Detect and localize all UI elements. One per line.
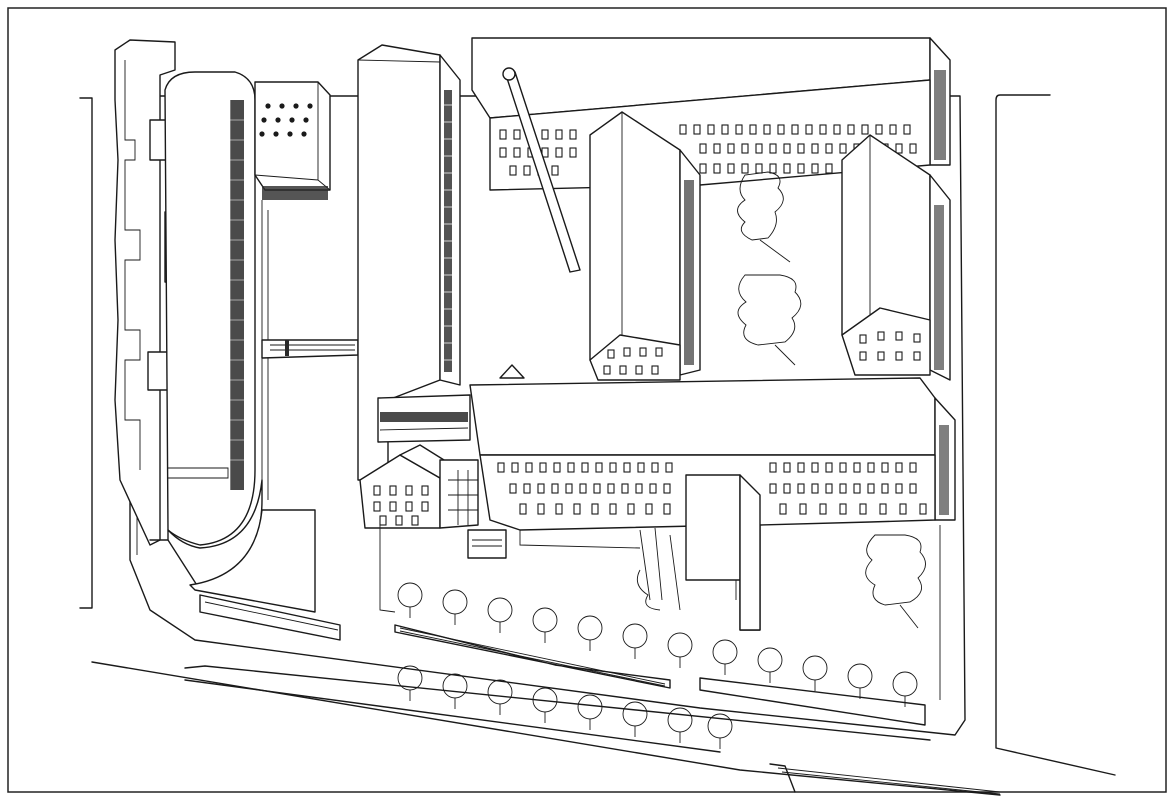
east-gabled-block [841, 134, 951, 381]
tree-rows [397, 582, 918, 749]
streets [79, 94, 1116, 796]
cube-block [254, 81, 331, 200]
ground-lines [379, 205, 641, 613]
north-barrack [471, 37, 951, 273]
courtyard-trees [636, 171, 926, 629]
curved-slab-building [149, 71, 316, 613]
south-barrack [469, 364, 956, 631]
middle-gabled-block [589, 111, 701, 381]
ramps-and-walls [199, 525, 941, 726]
gabled-house-front [359, 444, 507, 559]
connector-bridge [261, 339, 359, 359]
central-slab-building [357, 44, 471, 481]
